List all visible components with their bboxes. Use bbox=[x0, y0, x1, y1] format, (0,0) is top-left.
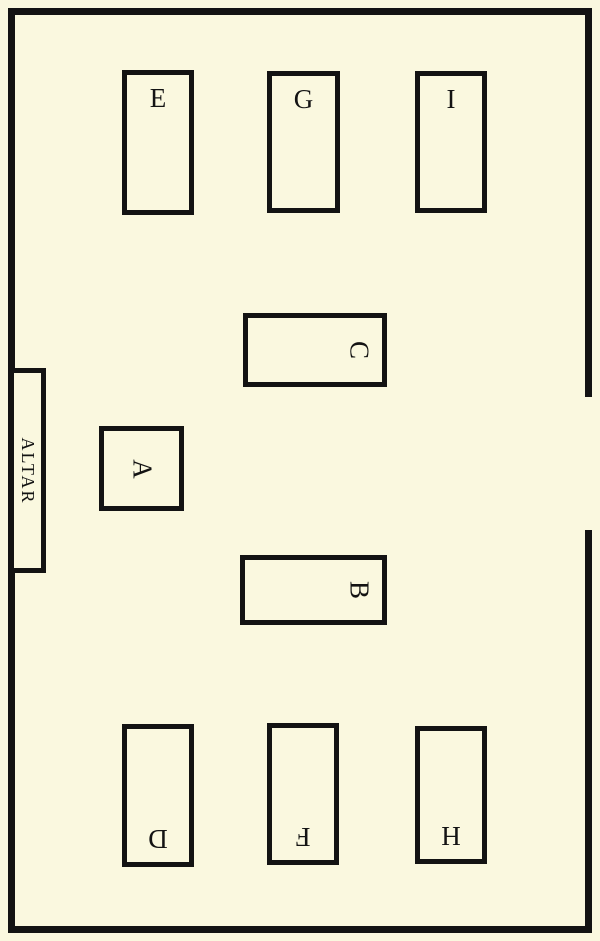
table-d: D bbox=[122, 724, 194, 867]
table-e: E bbox=[122, 70, 194, 215]
table-label-d: D bbox=[148, 824, 168, 854]
table-label-a: A bbox=[127, 458, 157, 479]
table-h: H bbox=[415, 726, 487, 864]
table-label-c: C bbox=[344, 340, 375, 360]
table-a: A bbox=[99, 426, 184, 511]
altar: ALTAR bbox=[9, 368, 46, 573]
table-b: B bbox=[240, 555, 387, 625]
table-c: C bbox=[243, 313, 387, 387]
table-i: I bbox=[415, 71, 487, 213]
table-label-b: B bbox=[344, 580, 375, 600]
altar-label: ALTAR bbox=[17, 437, 38, 504]
door-opening bbox=[583, 397, 600, 530]
table-label-f: F bbox=[295, 822, 311, 852]
table-g: G bbox=[267, 71, 340, 213]
table-f: F bbox=[267, 723, 339, 865]
table-label-e: E bbox=[149, 83, 167, 113]
table-label-i: I bbox=[446, 84, 456, 114]
table-label-g: G bbox=[293, 84, 314, 114]
table-label-h: H bbox=[441, 821, 461, 851]
